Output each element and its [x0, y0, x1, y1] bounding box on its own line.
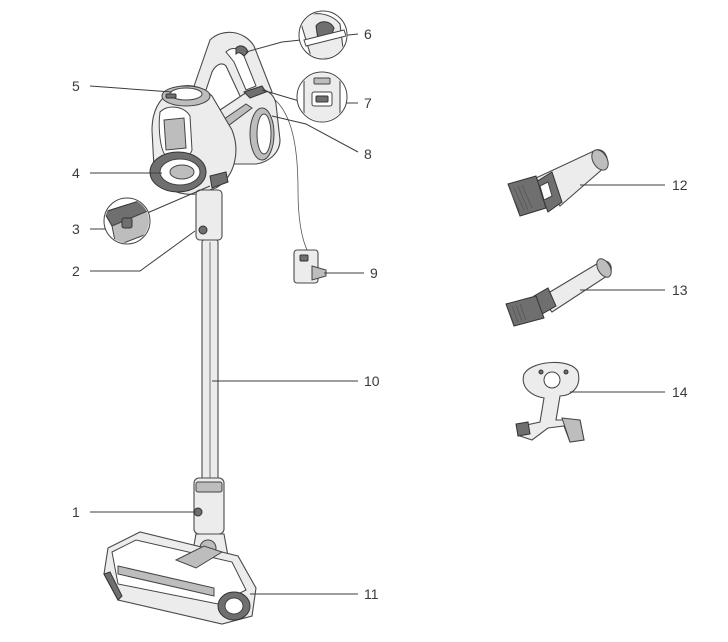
leader-5: [89, 85, 173, 93]
tube-connector-lower: [191, 477, 229, 557]
inset-trigger-detail: [298, 10, 348, 60]
callout-5: 5: [72, 78, 80, 94]
callout-8: 8: [364, 146, 372, 162]
handle: [191, 31, 273, 100]
floor-brush-head: [103, 531, 257, 625]
extension-tube: [201, 239, 219, 481]
charger-plug: [293, 249, 327, 284]
callout-labels: 1 2 3 4 5 6 7 8 9 10 11 12 13 14: [72, 26, 688, 602]
callout-6: 6: [364, 26, 372, 42]
callout-3: 3: [72, 221, 80, 237]
callout-12: 12: [672, 177, 688, 193]
tube-connector-upper: [195, 189, 223, 241]
callout-14: 14: [672, 384, 688, 400]
callout-1: 1: [72, 504, 80, 520]
callout-13: 13: [672, 282, 688, 298]
motor-housing: [149, 85, 237, 195]
callout-4: 4: [72, 165, 80, 181]
leader-8: [271, 115, 359, 153]
callout-10: 10: [364, 373, 380, 389]
inset-indicator-detail: [296, 71, 348, 123]
accessory-crevice-brush: [505, 258, 612, 327]
accessory-wall-bracket: [515, 361, 585, 443]
callout-7: 7: [364, 95, 372, 111]
accessory-combination-brush: [507, 149, 609, 217]
leader-2: [90, 230, 196, 272]
callout-9: 9: [370, 265, 378, 281]
charger-cable: [261, 91, 309, 253]
callout-2: 2: [72, 263, 80, 279]
callout-11: 11: [364, 586, 379, 602]
vacuum-main-unit: [103, 31, 327, 625]
inset-latch-detail: [103, 197, 151, 245]
